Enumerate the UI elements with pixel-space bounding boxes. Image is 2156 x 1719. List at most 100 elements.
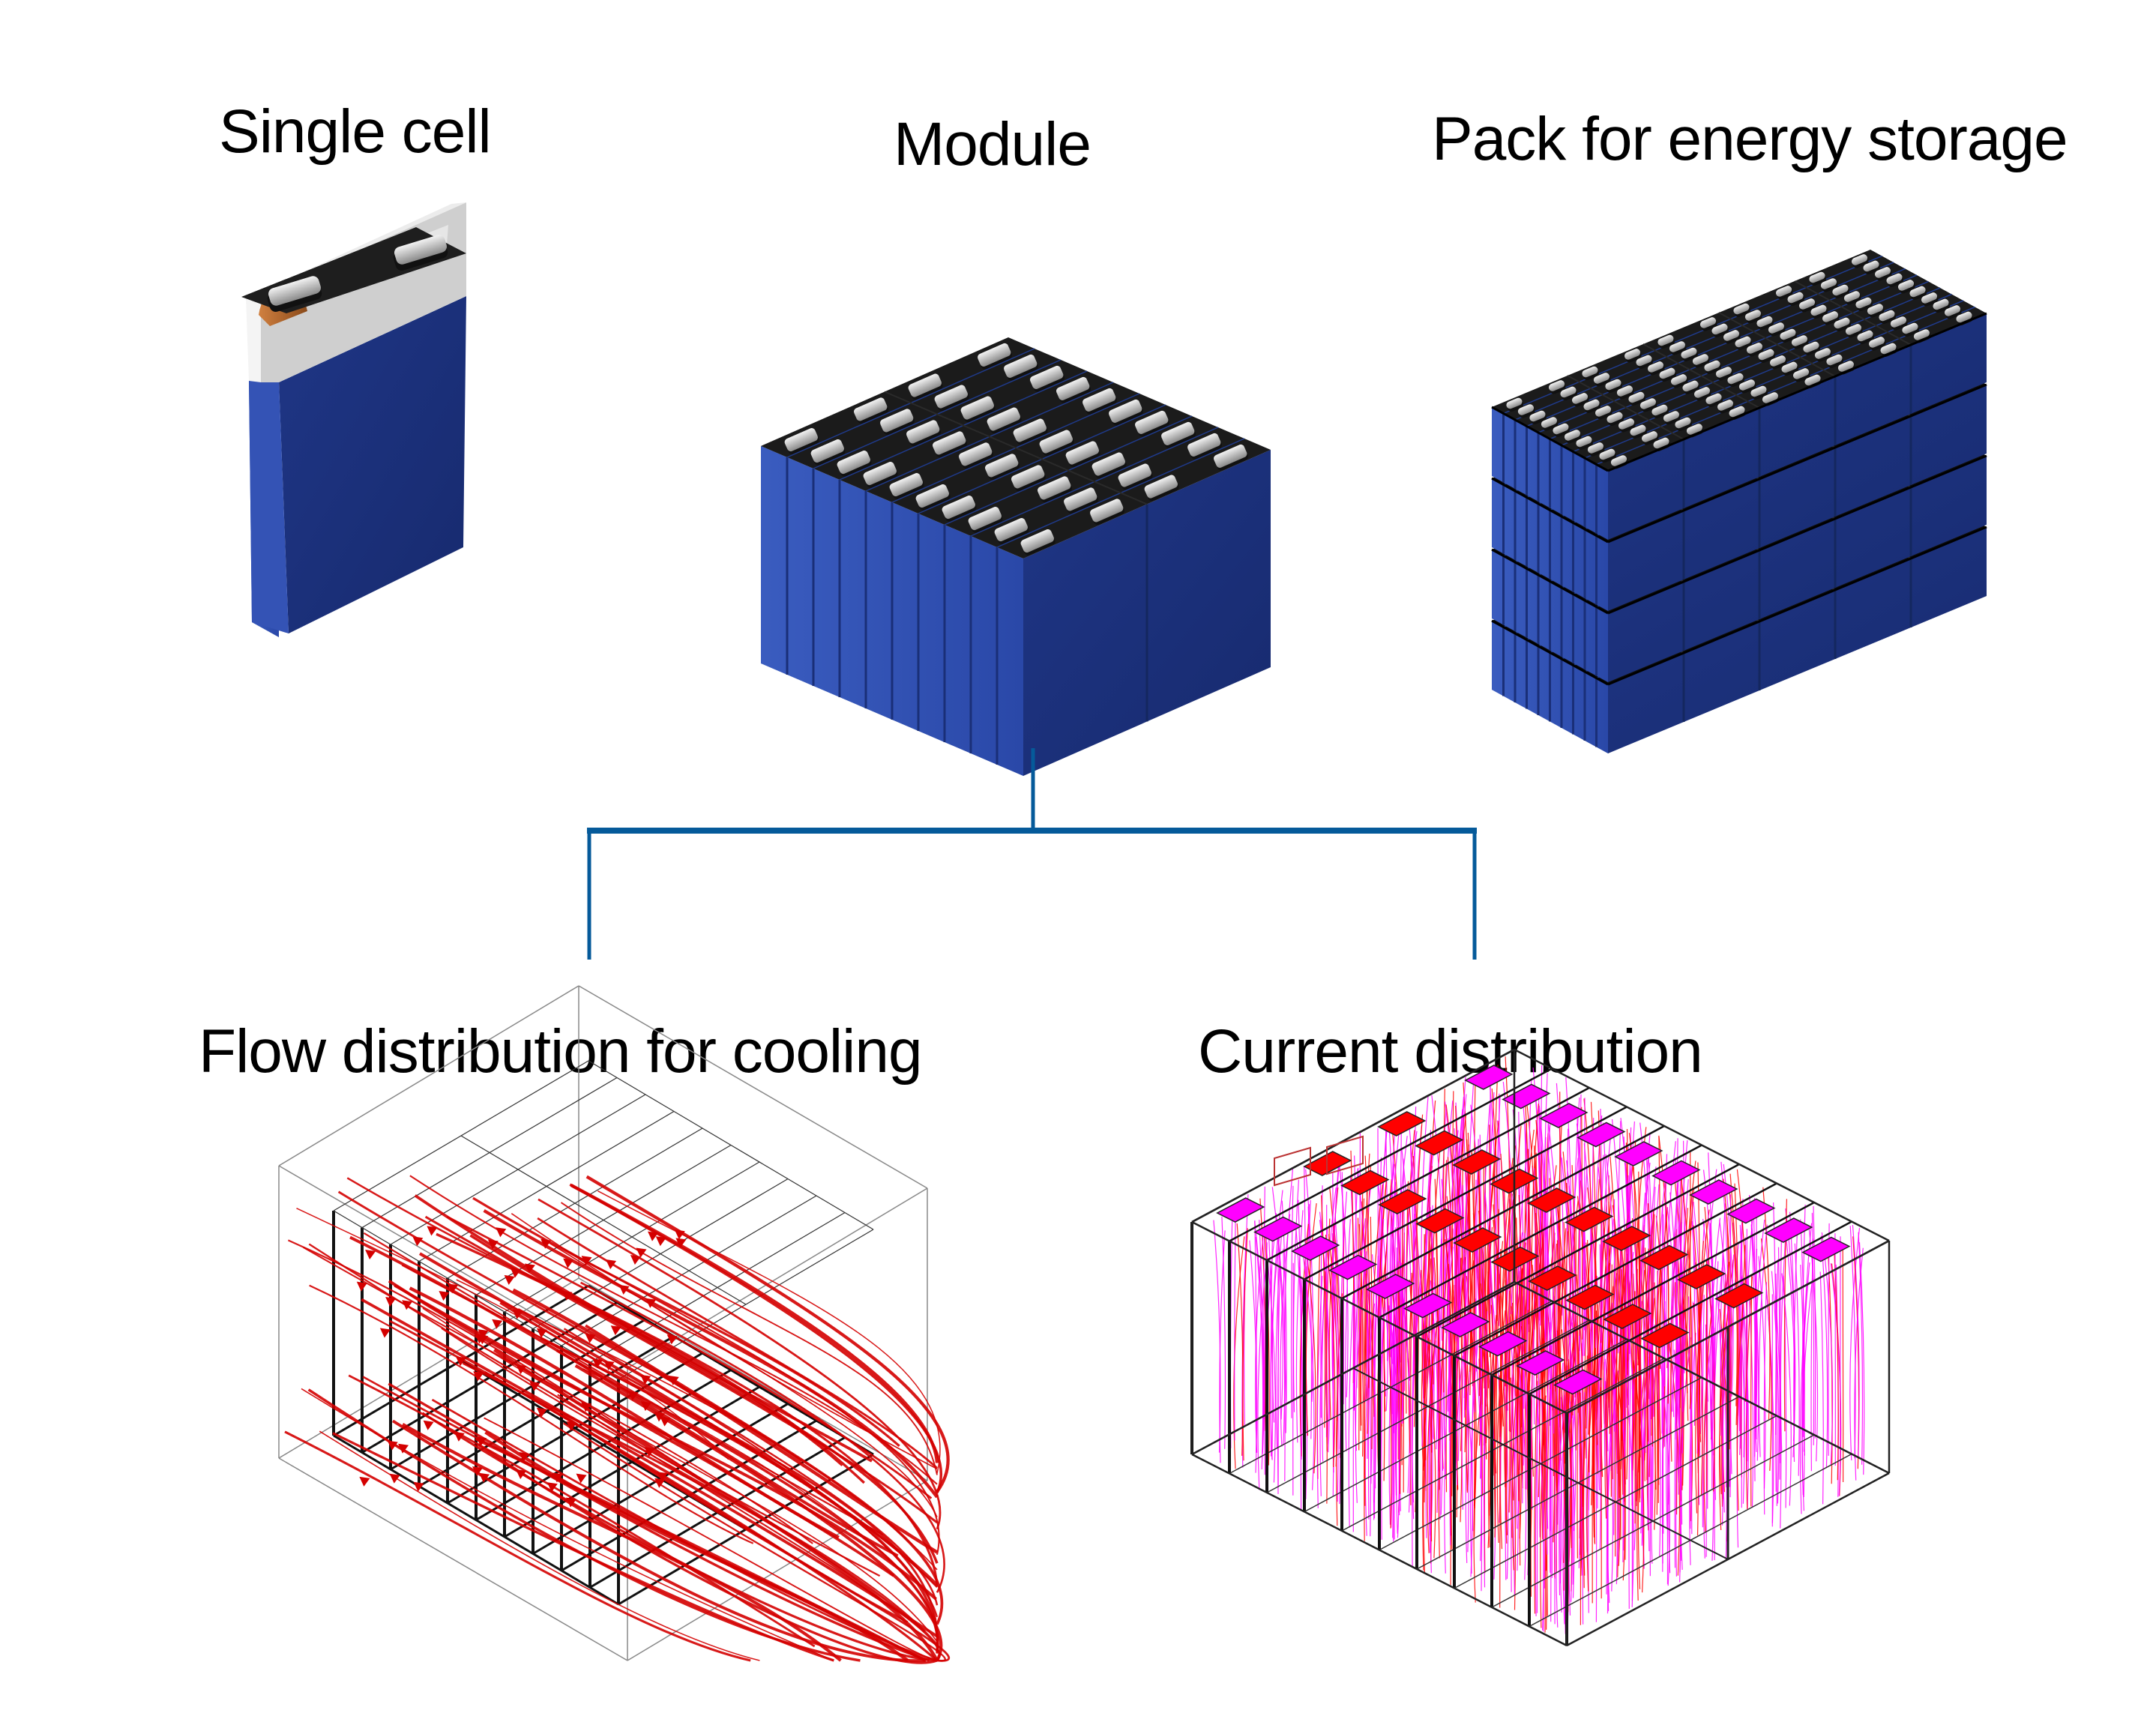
current-line	[1388, 1305, 1400, 1538]
terminal-icon	[1636, 355, 1652, 367]
current-line	[1473, 1085, 1476, 1318]
terminal-icon	[1867, 304, 1884, 315]
terminal-icon	[1855, 297, 1872, 309]
terminal-icon	[1735, 336, 1751, 348]
flow-arrow-icon	[576, 1473, 587, 1484]
terminal-icon	[1583, 399, 1600, 411]
cell-wall	[1341, 1125, 1665, 1300]
streamline	[580, 1281, 945, 1593]
flow-arrow-icon	[359, 1476, 370, 1487]
terminal-icon	[1516, 1350, 1565, 1376]
terminal-icon	[1768, 322, 1785, 334]
streamline	[472, 1196, 900, 1448]
streamline	[512, 1288, 939, 1554]
cell-wall	[1529, 1220, 1852, 1395]
terminal-icon	[1733, 303, 1750, 315]
terminal-icon	[1056, 376, 1090, 400]
terminal-icon	[1628, 391, 1645, 403]
streamline	[456, 1279, 938, 1571]
terminal-icon	[1517, 404, 1535, 415]
current-line	[1493, 1295, 1501, 1529]
current-line	[1635, 1301, 1642, 1534]
terminal-icon	[1571, 393, 1589, 404]
terminal-icon	[1144, 475, 1178, 499]
terminal-icon	[1004, 354, 1038, 378]
terminal-icon	[1670, 374, 1687, 385]
current-line	[1554, 1196, 1565, 1430]
terminal-icon	[1834, 317, 1850, 329]
flow-arrow-icon	[610, 1325, 621, 1336]
current-line	[1333, 1269, 1339, 1502]
terminal-icon	[1090, 499, 1124, 523]
current-line	[1254, 1220, 1265, 1453]
current-line	[1524, 1123, 1528, 1357]
current-line	[1703, 1299, 1714, 1533]
flow-arrow-icon	[455, 1356, 466, 1367]
flow-arrow-icon	[519, 1452, 530, 1462]
cell-top-seam	[1718, 312, 1836, 377]
current-line	[1854, 1247, 1864, 1481]
flow-arrow-icon	[475, 1334, 486, 1344]
current-line	[1335, 1293, 1343, 1526]
terminal-icon	[1013, 418, 1047, 442]
current-line	[1334, 1271, 1341, 1505]
terminal-icon	[1868, 337, 1885, 348]
current-line	[1758, 1224, 1768, 1457]
terminal-icon	[1857, 330, 1873, 342]
current-line	[1345, 1219, 1351, 1452]
terminal-icon	[1340, 1169, 1390, 1196]
current-line	[1638, 1269, 1645, 1503]
streamline	[363, 1232, 884, 1536]
current-line	[1501, 1346, 1509, 1580]
terminal-icon	[1909, 286, 1926, 298]
current-line	[1709, 1217, 1721, 1451]
streamline	[424, 1215, 938, 1524]
layer-seam	[1491, 477, 1609, 544]
current-line	[1236, 1223, 1244, 1456]
flow-arrow-icon	[385, 1297, 397, 1307]
terminal-icon	[1618, 418, 1635, 430]
terminal-icon	[1944, 305, 1961, 316]
current-line	[1592, 1275, 1597, 1508]
terminal-icon	[1576, 436, 1592, 448]
terminal-icon	[1803, 341, 1819, 353]
terminal-icon	[1681, 347, 1697, 359]
terminal-icon	[1548, 380, 1565, 391]
cell-wall	[1416, 1163, 1740, 1338]
flow-arrow-icon	[654, 1412, 665, 1422]
terminal-icon	[1669, 341, 1686, 352]
layer-seam	[1607, 454, 1987, 615]
terminal-icon	[1769, 355, 1786, 367]
current-line	[1794, 1243, 1800, 1476]
current-line	[1610, 1333, 1621, 1566]
terminal-icon	[1582, 366, 1598, 378]
terminal-icon	[1539, 1103, 1589, 1128]
streamline	[555, 1349, 939, 1654]
terminal-icon	[1065, 441, 1099, 465]
current-line	[1588, 1380, 1592, 1613]
current-line	[1390, 1131, 1400, 1364]
flow-arrow-icon	[389, 1473, 400, 1484]
current-line	[1295, 1210, 1304, 1443]
current-line	[1543, 1400, 1547, 1633]
terminal-icon	[1639, 1244, 1689, 1271]
flow-arrow-icon	[379, 1328, 391, 1338]
current-line	[1819, 1271, 1824, 1505]
terminal-icon	[1863, 260, 1879, 272]
flow-arrow-icon	[666, 1334, 678, 1345]
current-line	[1750, 1228, 1759, 1461]
terminal-icon	[1837, 361, 1855, 372]
current-line	[1687, 1296, 1691, 1529]
terminal-icon	[1692, 354, 1709, 365]
terminal-icon	[837, 451, 870, 475]
terminal-icon	[1135, 410, 1169, 434]
flow-arrow-icon	[546, 1482, 558, 1493]
current-line	[1534, 1381, 1538, 1614]
current-line	[1741, 1275, 1743, 1508]
streamline	[540, 1337, 939, 1652]
terminal-icon	[1641, 431, 1658, 442]
terminal-icon	[1624, 349, 1641, 360]
current-line	[1473, 1370, 1484, 1603]
terminal-icon	[1011, 465, 1045, 489]
